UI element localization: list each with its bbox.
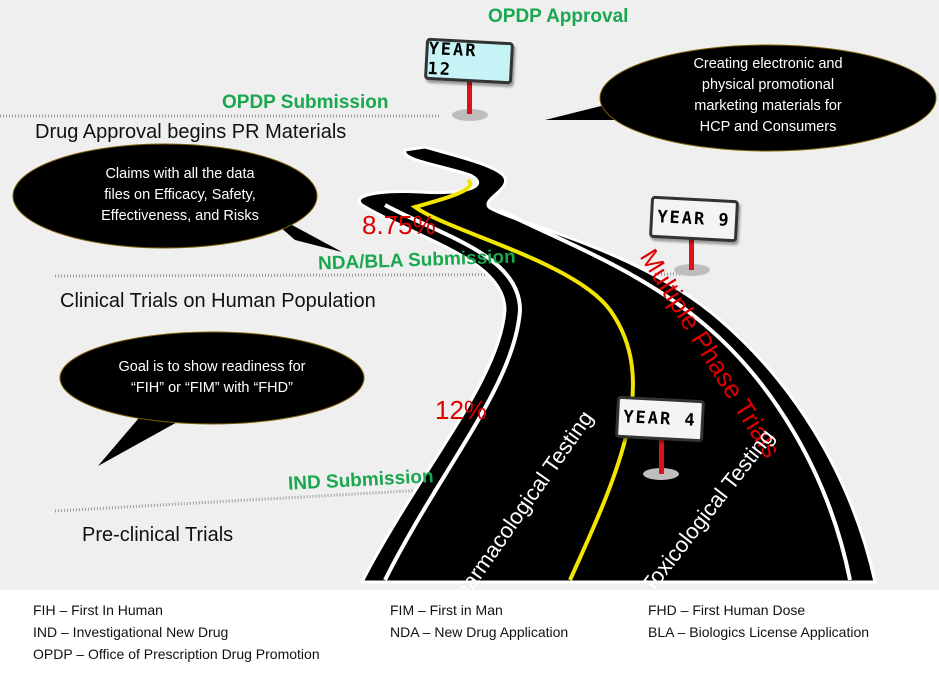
bubble-line: files on Efficacy, Safety, — [104, 187, 256, 203]
drug-approval-phase: Drug Approval begins PR Materials — [35, 121, 347, 143]
sign-base — [674, 264, 710, 276]
bubble-line: marketing materials for — [694, 98, 842, 114]
bubble-line: “FIH” or “FIM” with “FHD” — [131, 380, 293, 396]
sign-pole — [467, 78, 472, 114]
legend-bla: BLA – Biologics License Application — [648, 624, 870, 640]
bubble-line: Creating electronic and — [693, 56, 843, 72]
goal-bubble-text: Goal is to show readiness for “FIH” or “… — [92, 357, 332, 399]
opdp-submission-label: OPDP Submission — [222, 92, 389, 113]
legend-fim: FIM – First in Man — [390, 602, 503, 618]
opdp-approval-label: OPDP Approval — [488, 6, 629, 27]
sign-pole — [689, 234, 694, 270]
approval-rate: 8.75% — [362, 210, 436, 240]
speech-bubble-promo — [545, 44, 937, 152]
year-9-sign: YEAR 9 — [648, 195, 740, 243]
legend-fhd: FHD – First Human Dose — [648, 602, 806, 618]
bubble-line: HCP and Consumers — [699, 119, 837, 135]
milestone-lines — [0, 114, 691, 513]
bubble-line: Goal is to show readiness for — [118, 359, 306, 375]
sign-base — [643, 468, 679, 480]
road — [358, 145, 877, 584]
clinical-trials-phase: Clinical Trials on Human Population — [60, 290, 376, 312]
legend-ind: IND – Investigational New Drug — [33, 624, 229, 640]
abbreviation-legend: FIH – First In Human IND – Investigation… — [0, 590, 939, 673]
claims-bubble-text: Claims with all the data files on Effica… — [60, 164, 300, 227]
bubble-line: Effectiveness, and Risks — [101, 208, 259, 224]
road-illustration — [0, 44, 937, 584]
speech-bubble-goal — [59, 331, 365, 466]
speech-bubble-claims — [12, 143, 342, 252]
year-12-sign: YEAR 12 — [423, 37, 515, 85]
sign-pole — [659, 436, 664, 474]
legend-fih: FIH – First In Human — [33, 602, 163, 618]
promo-bubble-text: Creating electronic and physical promoti… — [640, 54, 896, 138]
sign-base — [452, 109, 488, 121]
year-4-sign: YEAR 4 — [614, 395, 706, 443]
legend-opdp: OPDP – Office of Prescription Drug Promo… — [33, 646, 320, 662]
legend-nda: NDA – New Drug Application — [390, 624, 569, 640]
bubble-line: physical promotional — [701, 77, 835, 93]
drug-development-roadmap: OPDP Approval OPDP Submission Drug Appro… — [0, 0, 939, 590]
clinical-rate: 12% — [435, 395, 488, 425]
preclinical-phase: Pre-clinical Trials — [82, 524, 234, 546]
bubble-line: Claims with all the data — [105, 166, 255, 182]
